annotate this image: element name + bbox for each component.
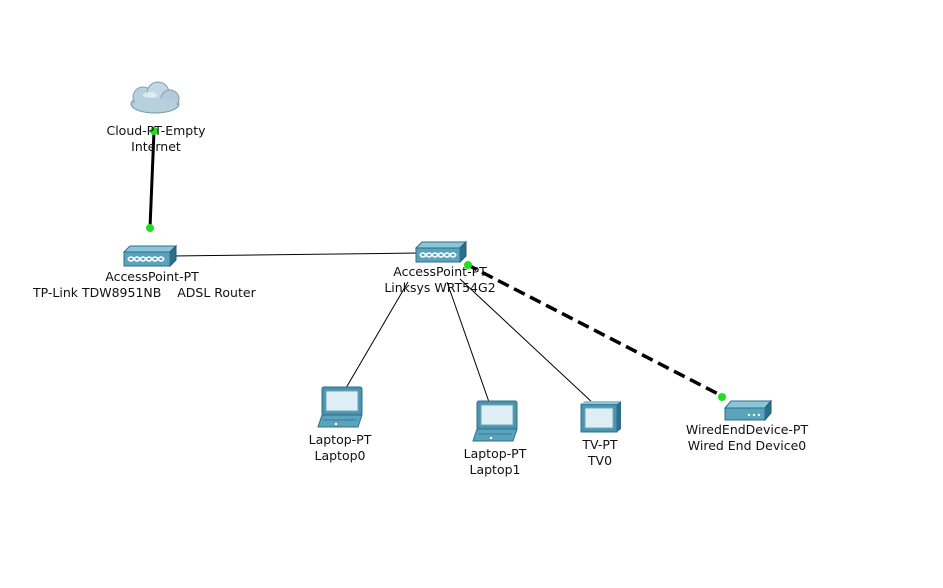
device-model: Laptop-PT [463, 446, 527, 461]
device-model: WiredEndDevice-PT [685, 422, 809, 437]
tv0-label: TV-PT TV0 [560, 437, 640, 469]
device-name: Wired End Device0 [687, 438, 807, 453]
device-name: Laptop0 [314, 448, 366, 463]
laptop1-label: Laptop-PT Laptop1 [445, 446, 545, 478]
laptop-icon[interactable] [472, 400, 518, 442]
link-linksys-to-wired0[interactable] [465, 262, 725, 399]
tv-icon[interactable] [580, 401, 621, 433]
wired-end-device-icon[interactable] [723, 399, 773, 422]
link-status-dot [718, 393, 726, 401]
access-point-icon[interactable] [122, 244, 178, 268]
laptop0-label: Laptop-PT Laptop0 [290, 432, 390, 464]
link-linksys-to-laptop1[interactable] [446, 281, 490, 403]
device-name: Internet [131, 139, 181, 154]
cloud-icon[interactable] [130, 81, 180, 114]
access-point-icon[interactable] [414, 240, 468, 264]
link-cloud-to-tplink[interactable] [148, 130, 156, 229]
device-model: AccessPoint-PT [393, 264, 487, 279]
device-model: Cloud-PT-Empty [106, 123, 206, 138]
link-status-dot [150, 127, 158, 135]
link-status-dot [146, 224, 154, 232]
device-model: Laptop-PT [308, 432, 372, 447]
wired0-label: WiredEndDevice-PT Wired End Device0 [672, 422, 822, 454]
link-status-dot [464, 261, 472, 269]
cloud-label: Cloud-PT-Empty Internet [93, 123, 219, 155]
device-model: TV-PT [582, 437, 618, 452]
device-model: AccessPoint-PT [105, 269, 199, 284]
device-name: TP-Link TDW8951NB ADSL Router [33, 285, 256, 300]
laptop-icon[interactable] [317, 386, 363, 428]
link-linksys-to-tv0[interactable] [459, 278, 595, 405]
link-tplink-to-linksys[interactable] [171, 252, 419, 257]
device-name: TV0 [587, 453, 613, 468]
ap-linksys-label: AccessPoint-PT Linksys WRT54G2 [375, 264, 505, 296]
device-name: Linksys WRT54G2 [384, 280, 496, 295]
ap-tplink-label: AccessPoint-PT TP-Link TDW8951NB ADSL Ro… [30, 269, 280, 301]
link-linksys-to-laptop0[interactable] [345, 281, 409, 389]
device-name: Laptop1 [469, 462, 521, 477]
